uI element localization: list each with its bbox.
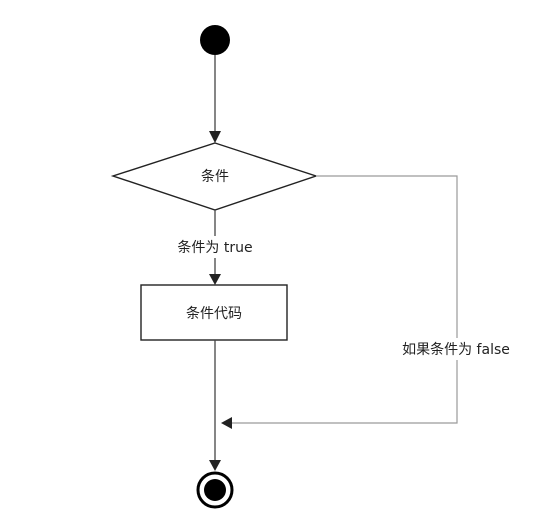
true-branch-label: 条件为 true (177, 239, 252, 256)
false-label-background (388, 338, 524, 360)
true-label-background (168, 236, 262, 258)
condition-code-box (140, 284, 288, 341)
arrowhead-false-path (221, 417, 232, 429)
arrowhead-code-to-end (209, 460, 221, 471)
edge-false-path (232, 175, 458, 424)
start-node-icon (200, 25, 230, 55)
condition-code-label: 条件代码 (186, 305, 242, 322)
arrowhead-start-to-condition (209, 131, 221, 143)
arrowhead-condition-to-code (209, 274, 221, 285)
condition-label: 条件 (201, 168, 229, 185)
false-branch-label: 如果条件为 false (402, 341, 510, 358)
end-node-icon (196, 471, 234, 509)
